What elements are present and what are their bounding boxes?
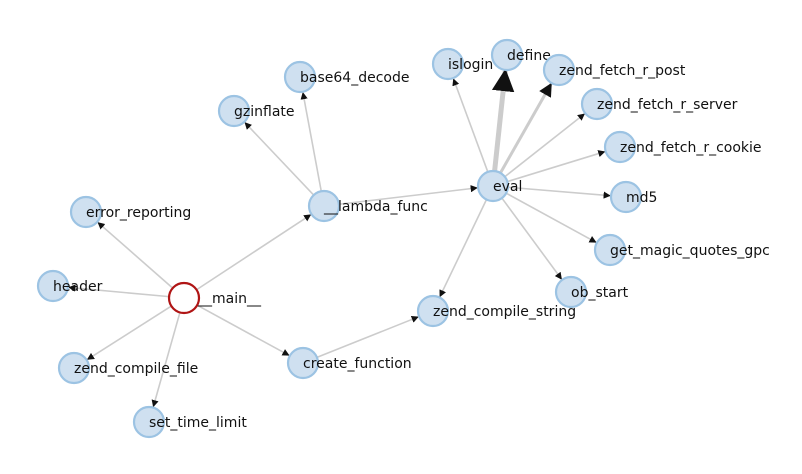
node-define[interactable]: define	[490, 38, 551, 72]
node-label: error_reporting	[86, 205, 191, 221]
node-main[interactable]: __main__	[167, 281, 262, 315]
node-label: define	[507, 48, 551, 64]
node-get-magic-quotes-gpc[interactable]: get_magic_quotes_gpc	[593, 233, 770, 267]
edge-main-to-header	[68, 284, 170, 298]
node-label: zend_compile_string	[433, 304, 576, 320]
edge-eval-to-zend_fetch_r_server	[504, 113, 586, 178]
edge-main-to-zend_compile_file	[86, 305, 172, 361]
nodes-layer: __main__ __lambda_func gzinflate base64_dec…	[36, 38, 770, 439]
node-circle[interactable]	[36, 269, 70, 303]
node-zend-fetch-r-cookie[interactable]: zend_fetch_r_cookie	[603, 130, 762, 164]
node-label: eval	[493, 179, 522, 195]
node-create-function[interactable]: create_function	[286, 346, 412, 380]
node-circle[interactable]	[57, 351, 91, 385]
node-circle[interactable]	[132, 405, 166, 439]
node-label: zend_fetch_r_cookie	[620, 140, 762, 156]
node-circle[interactable]	[542, 53, 576, 87]
node-label: gzinflate	[234, 104, 295, 120]
node-label: create_function	[303, 356, 412, 372]
edge-eval-to-zend_fetch_r_cookie	[507, 150, 606, 183]
node-label: base64_decode	[300, 70, 409, 86]
node-circle[interactable]	[283, 60, 317, 94]
node-eval[interactable]: eval	[476, 169, 522, 203]
node-circle[interactable]	[603, 130, 637, 164]
node-label: ob_start	[571, 285, 629, 301]
edge-lambda-to-eval	[338, 185, 478, 206]
node-circle[interactable]	[307, 189, 341, 223]
node-circle[interactable]	[69, 195, 103, 229]
node-label: zend_fetch_r_server	[597, 97, 738, 113]
node-base64[interactable]: base64_decode	[283, 60, 409, 94]
node-error-reporting[interactable]: error_reporting	[69, 195, 191, 229]
node-circle[interactable]	[554, 275, 588, 309]
edge-eval-to-md5	[507, 186, 611, 199]
node-ob-start[interactable]: ob_start	[554, 275, 629, 309]
node-gzinflate[interactable]: gzinflate	[217, 94, 295, 128]
edge-eval-to-define	[491, 68, 515, 172]
node-label: get_magic_quotes_gpc	[610, 243, 770, 259]
node-label: zend_fetch_r_post	[559, 63, 686, 79]
node-zend-compile-file[interactable]: zend_compile_file	[57, 351, 198, 385]
node-label: islogin	[448, 57, 493, 73]
node-label: header	[53, 279, 103, 295]
edge-lambda-to-gzinflate	[244, 122, 315, 196]
node-circle[interactable]	[490, 38, 524, 72]
node-zend-fetch-r-post[interactable]: zend_fetch_r_post	[542, 53, 686, 87]
node-zend-fetch-r-server[interactable]: zend_fetch_r_server	[580, 87, 738, 121]
node-circle[interactable]	[416, 294, 450, 328]
edge-create_function-to-zend_compile_string	[316, 316, 419, 359]
node-circle[interactable]	[609, 180, 643, 214]
edge-eval-to-ob_start	[501, 197, 563, 280]
edge-main-to-error_reporting	[97, 221, 174, 289]
node-circle[interactable]	[580, 87, 614, 121]
node-circle[interactable]	[217, 94, 251, 128]
edge-main-to-create_function	[196, 304, 290, 357]
node-circle[interactable]	[593, 233, 627, 267]
node-label: __lambda_func	[323, 199, 428, 215]
edge-eval-to-islogin	[452, 78, 489, 173]
edge-lambda-to-base64	[300, 92, 323, 192]
edge-eval-to-zend_compile_string	[439, 199, 488, 298]
node-set-time-limit[interactable]: set_time_limit	[132, 405, 247, 439]
edge-eval-to-get_magic_quotes_gpc	[505, 192, 597, 244]
node-label: set_time_limit	[149, 415, 247, 431]
edge-main-to-set_time_limit	[151, 312, 181, 408]
edges-layer	[68, 68, 611, 408]
node-circle[interactable]	[167, 281, 201, 315]
node-label: zend_compile_file	[74, 361, 198, 377]
node-md5[interactable]: md5	[609, 180, 657, 214]
edge-main-to-lambda	[196, 214, 312, 291]
node-lambda[interactable]: __lambda_func	[307, 189, 428, 223]
node-islogin[interactable]: islogin	[431, 47, 493, 81]
node-zend-compile-string[interactable]: zend_compile_string	[416, 294, 576, 328]
node-circle[interactable]	[431, 47, 465, 81]
node-label: __main__	[197, 291, 262, 307]
node-label: md5	[626, 190, 657, 206]
node-header[interactable]: header	[36, 269, 103, 303]
node-circle[interactable]	[286, 346, 320, 380]
node-circle[interactable]	[476, 169, 510, 203]
edge-eval-to-zend_fetch_r_post	[499, 82, 553, 174]
